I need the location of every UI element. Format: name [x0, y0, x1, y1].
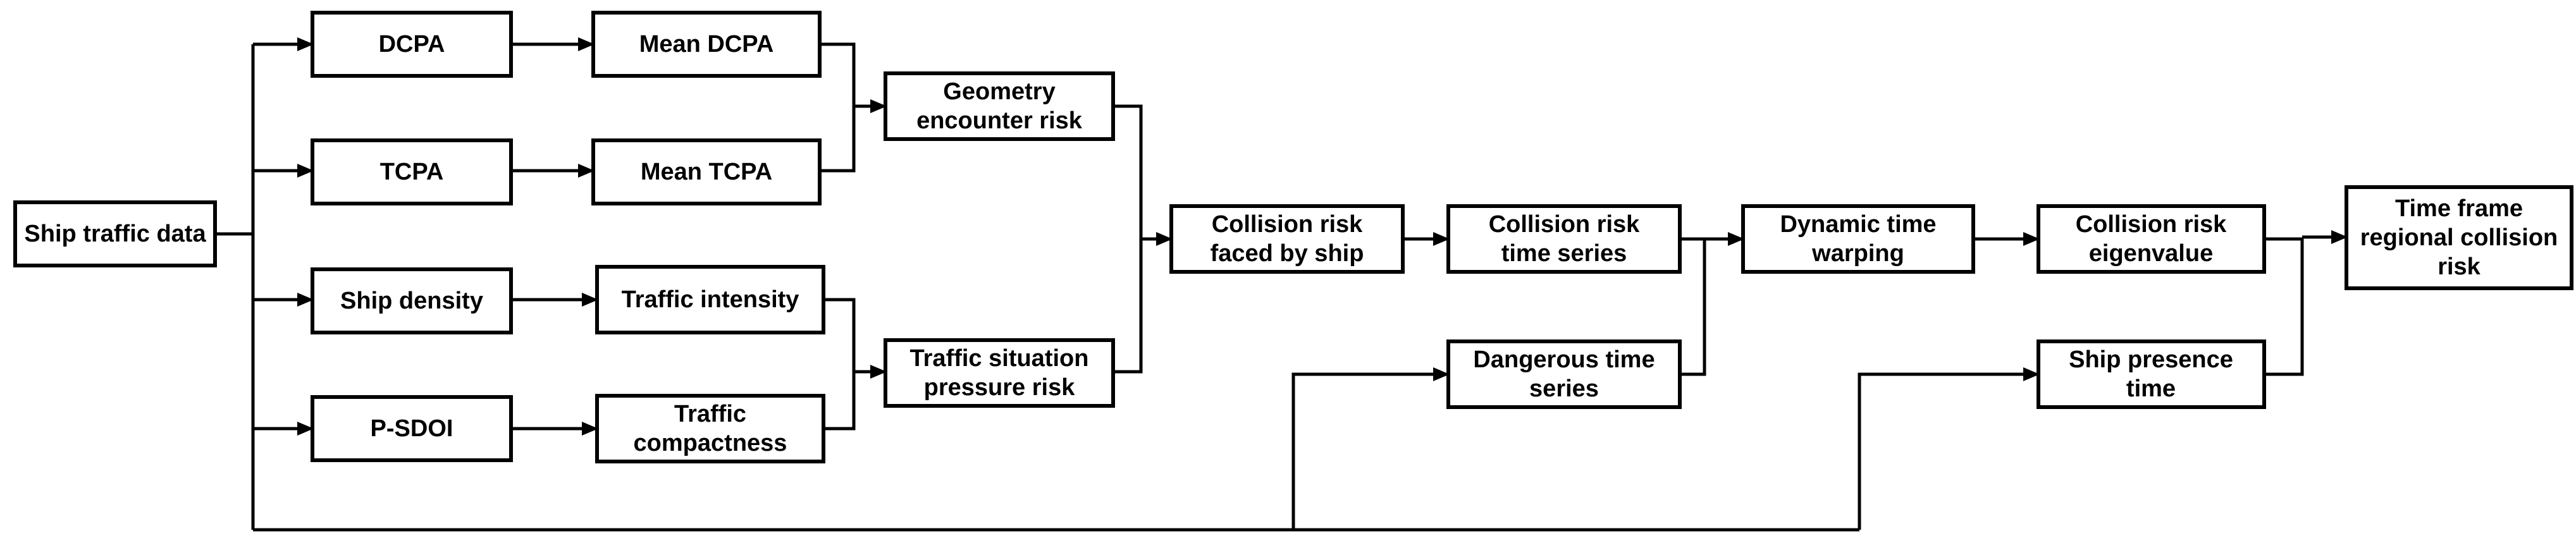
edge-mean-dcpa-merge	[820, 42, 856, 173]
node-dcpa: DCPA	[311, 11, 513, 78]
node-label-line: faced by ship	[1211, 240, 1364, 267]
node-label-line: Time frame	[2395, 195, 2523, 222]
node-label-line: regional collision	[2360, 224, 2558, 251]
edge-final-merge	[2264, 237, 2304, 376]
edge-to-presence-time	[1858, 367, 2040, 530]
node-label-line: compactness	[634, 430, 787, 456]
node-label-line: eigenvalue	[2089, 240, 2213, 267]
node-label-line: pressure risk	[924, 374, 1076, 401]
node-label: Traffic intensity	[622, 286, 799, 313]
node-traffic-intensity: Traffic intensity	[595, 265, 825, 334]
node-ship-density: Ship density	[311, 267, 513, 334]
node-label: Traffic compactness	[634, 401, 787, 456]
node-label-line: P-SDOI	[371, 415, 453, 442]
node-label: P-SDOI	[371, 415, 453, 442]
node-label-line: Collision risk	[1489, 211, 1640, 238]
node-label-line: Collision risk	[2076, 211, 2227, 238]
node-label-line: Collision risk	[1212, 211, 1363, 238]
node-label-line: time	[2126, 376, 2176, 402]
node-mean-tcpa: Mean TCPA	[591, 138, 822, 205]
node-traffic-compactness: Traffic compactness	[595, 394, 825, 463]
node-label: Ship density	[340, 288, 483, 314]
node-label-line: Geometry	[943, 78, 1055, 105]
node-label-line: Traffic	[674, 401, 746, 427]
node-label: Ship presence time	[2069, 346, 2233, 402]
node-psdoi: P-SDOI	[311, 395, 513, 462]
node-label-line: encounter risk	[916, 107, 1083, 134]
node-label: DCPA	[379, 31, 445, 58]
node-label: Dangerous time series	[1473, 346, 1655, 402]
node-label: TCPA	[380, 159, 444, 185]
node-label-line: Ship density	[340, 288, 483, 314]
edge-risks-merge	[1113, 104, 1143, 374]
connector-lines	[215, 37, 2348, 532]
node-label-line: Traffic intensity	[622, 286, 799, 313]
node-label: Mean DCPA	[639, 31, 774, 58]
node-ship-traffic-data: Ship traffic data	[13, 200, 217, 267]
node-ship-presence-time: Ship presence time	[2037, 339, 2266, 409]
node-label-line: time series	[1501, 240, 1627, 267]
edge-to-dangerous-series	[1291, 367, 1450, 530]
edge-series-merge	[1680, 237, 1706, 376]
node-label-line: warping	[1811, 240, 1904, 267]
node-mean-dcpa: Mean DCPA	[591, 11, 822, 78]
node-label-line: Mean DCPA	[639, 31, 774, 58]
node-label-line: Ship presence	[2069, 346, 2233, 373]
node-label-line: Ship traffic data	[24, 221, 206, 247]
node-label-line: risk	[2437, 254, 2480, 280]
node-label: Mean TCPA	[641, 159, 772, 185]
node-tcpa: TCPA	[311, 138, 513, 205]
node-dangerous-time-series: Dangerous time series	[1446, 339, 1682, 409]
node-label-line: Dangerous time	[1473, 346, 1655, 373]
edge-traffic-merge	[823, 298, 856, 431]
node-label-line: TCPA	[380, 159, 444, 185]
node-label-line: DCPA	[379, 31, 445, 58]
flowchart-nodes: Ship traffic data DCPA TCPA Ship density…	[13, 11, 2573, 463]
node-label-line: Dynamic time	[1780, 211, 1936, 238]
node-label-line: Traffic situation	[910, 345, 1089, 372]
node-label-line: Mean TCPA	[641, 159, 772, 185]
node-label: Ship traffic data	[24, 221, 206, 247]
node-label-line: series	[1529, 376, 1599, 402]
